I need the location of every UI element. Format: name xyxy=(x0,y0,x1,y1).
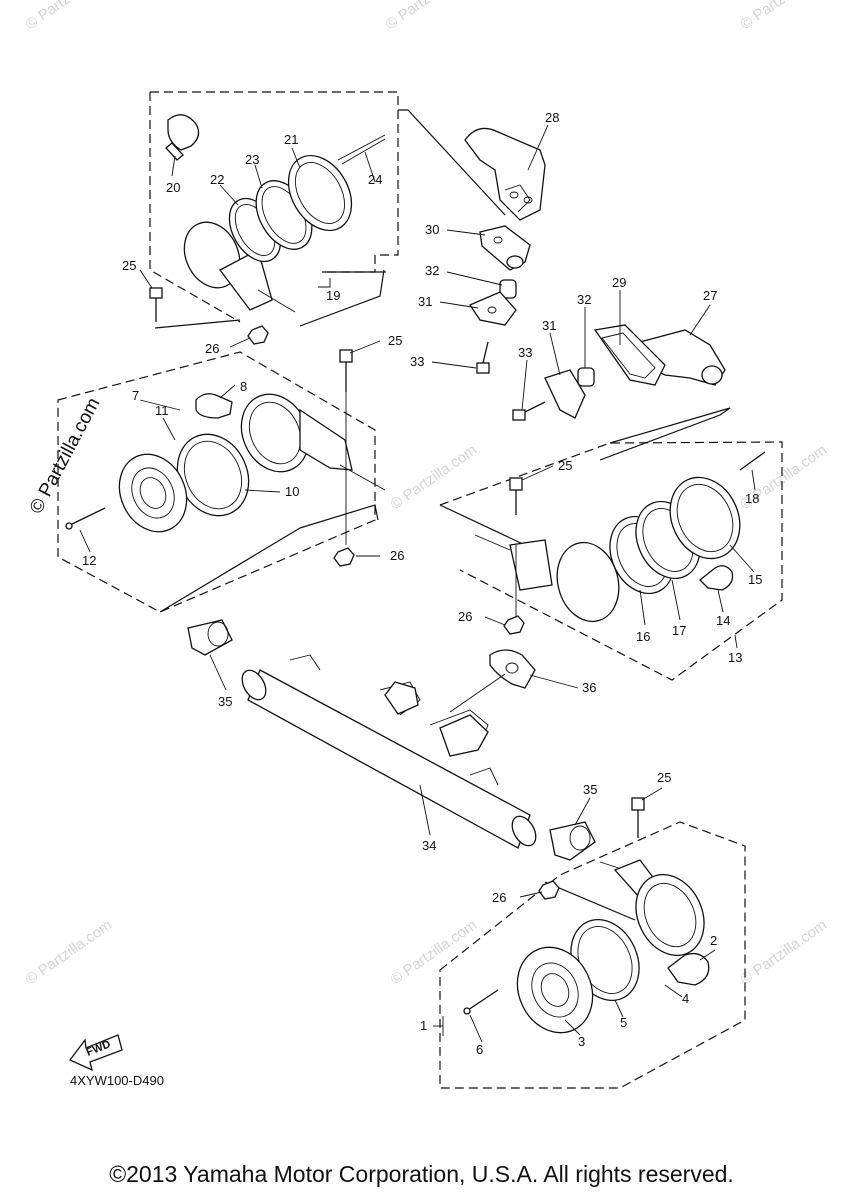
callout-31-right: 31 xyxy=(542,318,556,333)
callout-13: 13 xyxy=(728,650,742,665)
grommet-35-right xyxy=(549,821,626,871)
nut-26-right xyxy=(503,615,525,635)
bolt-25-left xyxy=(339,349,353,545)
bracket-28 xyxy=(464,127,546,221)
callout-32-right: 32 xyxy=(577,292,591,307)
callout-35-right: 35 xyxy=(583,782,597,797)
callout-8: 8 xyxy=(240,379,247,394)
watermark: © Partzilla.com xyxy=(738,916,831,988)
group-box-13 xyxy=(439,441,783,681)
callout-26-top-left: 26 xyxy=(205,341,219,356)
bracket-30 xyxy=(479,225,531,271)
group-box-19-solid xyxy=(154,269,386,329)
callout-24: 24 xyxy=(368,172,382,187)
callout-11: 11 xyxy=(155,403,169,418)
callout-18: 18 xyxy=(745,491,759,506)
callout-22: 22 xyxy=(210,172,224,187)
callout-15: 15 xyxy=(748,572,762,587)
callout-26-right: 26 xyxy=(458,609,472,624)
watermark: © Partzilla.com xyxy=(388,441,481,513)
callout-3: 3 xyxy=(578,1034,585,1049)
callout-5: 5 xyxy=(620,1015,627,1030)
callout-29: 29 xyxy=(612,275,626,290)
watermark: © Partzilla.com xyxy=(23,916,116,988)
clamp-36 xyxy=(489,649,536,689)
callout-12: 12 xyxy=(82,553,96,568)
bulb-20 xyxy=(165,114,200,177)
signal-light-1 xyxy=(463,859,710,1034)
callout-20: 20 xyxy=(166,180,180,195)
callout-2: 2 xyxy=(710,933,717,948)
watermark: © Partzilla.com xyxy=(23,0,116,33)
callout-25-top-left: 25 xyxy=(122,258,136,273)
callout-33-center: 33 xyxy=(410,354,424,369)
callouts: 1 2 3 4 5 6 7 8 10 11 12 13 14 15 16 17 … xyxy=(82,110,762,1057)
nut-26-bottom xyxy=(538,880,560,900)
callout-25-bottom: 25 xyxy=(657,770,671,785)
callout-31-center: 31 xyxy=(418,294,432,309)
fwd-arrow-icon: FWD xyxy=(68,1034,123,1072)
callout-30: 30 xyxy=(425,222,439,237)
watermark: © Partzilla.com xyxy=(383,0,476,33)
callout-1: 1 xyxy=(420,1018,427,1033)
callout-4: 4 xyxy=(682,991,689,1006)
callout-25-left: 25 xyxy=(388,333,402,348)
callout-21: 21 xyxy=(284,132,298,147)
group-outlines xyxy=(57,91,783,1089)
callout-26-left: 26 xyxy=(390,548,404,563)
group-box-19 xyxy=(150,91,399,273)
group-box-1 xyxy=(439,821,746,1089)
callout-19: 19 xyxy=(326,288,340,303)
group-box-7 xyxy=(57,351,376,613)
signal-light-7 xyxy=(65,393,386,533)
collar-32-right xyxy=(577,367,595,387)
callout-27: 27 xyxy=(703,288,717,303)
callout-35-left: 35 xyxy=(218,694,232,709)
callout-23: 23 xyxy=(245,152,259,167)
diagram-code: 4XYW100-D490 xyxy=(70,1073,164,1088)
callout-10: 10 xyxy=(285,484,299,499)
callout-36: 36 xyxy=(582,680,596,695)
nut-26-left xyxy=(333,547,355,567)
plate-31-right xyxy=(544,369,586,419)
bolt-33-right xyxy=(512,401,546,421)
partzilla-brand-watermark: © Partzilla.com xyxy=(26,394,105,517)
copyright-notice: ©2013 Yamaha Motor Corporation, U.S.A. A… xyxy=(109,1161,734,1187)
callout-7: 7 xyxy=(132,388,139,403)
callout-34: 34 xyxy=(422,838,436,853)
collar-32-center xyxy=(499,279,517,299)
bolt-25-right xyxy=(509,477,523,618)
bolt-25-bottom xyxy=(631,797,645,838)
watermark: © Partzilla.com xyxy=(738,0,831,33)
bolt-25-top-left xyxy=(149,287,163,322)
callout-16: 16 xyxy=(636,629,650,644)
callout-14: 14 xyxy=(716,613,730,628)
callout-6: 6 xyxy=(476,1042,483,1057)
callout-25-right: 25 xyxy=(558,458,572,473)
callout-17: 17 xyxy=(672,623,686,638)
callout-26-bottom: 26 xyxy=(492,890,506,905)
stay-34 xyxy=(241,654,537,849)
signal-light-13 xyxy=(474,451,766,623)
callout-33-right: 33 xyxy=(518,345,532,360)
watermark: © Partzilla.com xyxy=(388,916,481,988)
plate-31-center xyxy=(469,291,517,326)
plate-29 xyxy=(593,324,666,386)
bolt-33-center xyxy=(476,341,490,374)
signal-light-19 xyxy=(183,134,386,313)
leader-lines xyxy=(79,124,756,1043)
callout-32-center: 32 xyxy=(425,263,439,278)
nut-26-top-left xyxy=(247,325,269,345)
callout-28: 28 xyxy=(545,110,559,125)
grommet-35-left xyxy=(187,619,233,656)
